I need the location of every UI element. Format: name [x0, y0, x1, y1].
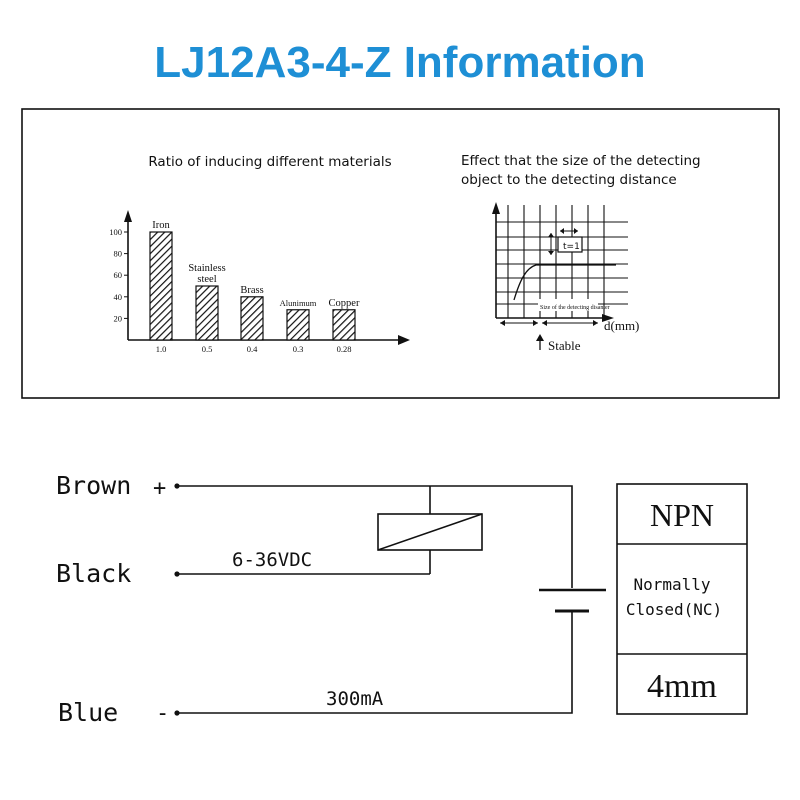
page-title: LJ12A3-4-Z Information [154, 38, 645, 87]
wires [179, 485, 573, 714]
inset-h-arrow-right [574, 228, 578, 234]
voltage-label: 6-36VDC [232, 549, 312, 571]
positive-wire [179, 485, 573, 588]
materials-category-label: Alunimum [280, 298, 317, 308]
wiring-diagram: Brown + Black Blue - 6-36VDC 300mA [56, 471, 606, 727]
black-wire-label: Black [56, 559, 131, 588]
spec-mode-line1: Normally [633, 575, 710, 594]
black-terminal [174, 571, 180, 577]
range-arrow-right-tail [593, 320, 598, 326]
materials-bar [149, 231, 173, 341]
range-arrow-left-tail [533, 320, 538, 326]
range-arrow-right-head [542, 320, 547, 326]
distance-chart-heading-line2: object to the detecting distance [461, 172, 677, 188]
materials-ratio-label: 0.5 [202, 344, 213, 354]
materials-ratio-label: 0.28 [337, 344, 352, 354]
spec-mode-line2: Closed(NC) [626, 600, 722, 619]
inset-label: t=1 [563, 242, 580, 252]
distance-chart-heading-line1: Effect that the size of the detecting [461, 153, 701, 169]
materials-ratio-label: 1.0 [156, 344, 167, 354]
materials-y-tick-label: 60 [114, 270, 123, 280]
blue-polarity: - [156, 701, 169, 726]
brown-wire-label: Brown [56, 471, 131, 500]
distance-y-arrow [492, 202, 500, 214]
spec-table: NPN Normally Closed(NC) 4mm [616, 483, 748, 715]
materials-y-tick-label: 100 [109, 227, 122, 237]
materials-category-label: Copper [329, 298, 360, 309]
materials-y-tick-label: 80 [114, 249, 123, 259]
blue-wire-label: Blue [58, 698, 118, 727]
materials-y-tick-label: 40 [114, 292, 123, 302]
materials-category-label: Brass [240, 285, 263, 296]
materials-y-arrow [124, 210, 132, 222]
materials-bar [286, 309, 310, 341]
info-panel [21, 108, 780, 399]
relay-coil-diagonal [377, 513, 483, 551]
distance-x-arrow [602, 314, 614, 322]
curve-label-strip [538, 299, 598, 311]
spec-distance: 4mm [647, 668, 717, 705]
materials-category-label: Stainless [188, 263, 225, 274]
materials-ratio-label: 0.3 [293, 344, 304, 354]
distance-curve [513, 264, 616, 301]
current-label: 300mA [326, 688, 384, 710]
curve-label: Size of the detecting disanter [540, 304, 610, 311]
materials-bar [195, 285, 219, 341]
distance-x-label: d(mm) [604, 318, 639, 333]
inset-box [557, 236, 583, 253]
materials-category-label: steel [197, 274, 216, 285]
inset-v-arrow-down [548, 251, 554, 255]
blue-terminal [174, 710, 180, 716]
materials-x-arrow [398, 335, 410, 345]
stable-label: Stable [548, 338, 581, 353]
inset-h-arrow-left [560, 228, 564, 234]
materials-ratio-label: 0.4 [247, 344, 258, 354]
brown-terminal [174, 483, 180, 489]
spec-table-frame [616, 483, 748, 715]
range-arrow-left-head [500, 320, 505, 326]
distance-chart: t=1 Size of the detecting disanter d(mm)… [492, 202, 639, 353]
materials-y-tick-label: 20 [114, 313, 123, 323]
materials-chart-heading: Ratio of inducing different materials [148, 154, 391, 170]
materials-bar [332, 309, 356, 341]
brown-polarity: + [153, 476, 166, 501]
inset-v-arrow-up [548, 233, 554, 237]
materials-bar [240, 296, 264, 341]
materials-category-label: Iron [152, 220, 170, 231]
negative-wire [179, 612, 573, 714]
stable-arrow-head [536, 334, 544, 341]
spec-type: NPN [650, 497, 714, 533]
